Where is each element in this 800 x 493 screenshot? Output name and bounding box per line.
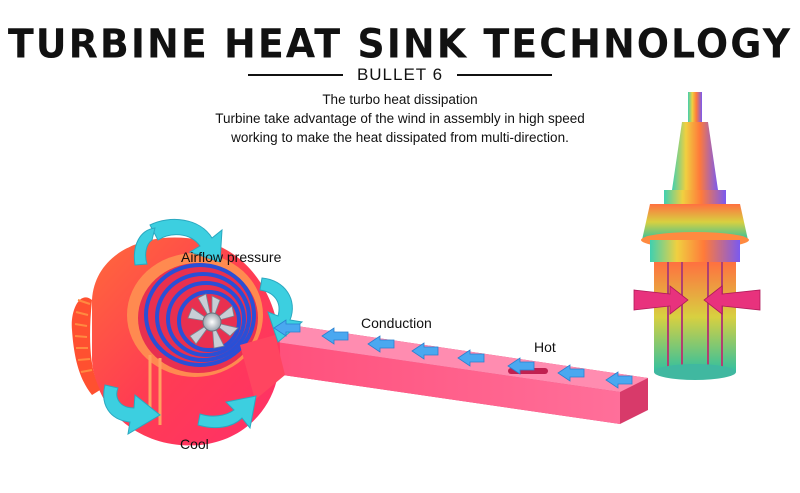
conduction-arrows	[273, 319, 633, 389]
cool-arrow-right	[197, 395, 257, 430]
subtitle-rule-left	[247, 74, 343, 76]
description-line-1: The turbo heat dissipation	[322, 92, 478, 107]
description: The turbo heat dissipation Turbine take …	[0, 90, 800, 147]
label-cool: Cool	[180, 436, 209, 452]
description-line-2: Turbine take advantage of the wind in as…	[215, 111, 585, 126]
cool-arrow-left	[103, 384, 161, 435]
label-hot: Hot	[534, 339, 556, 355]
page-title: TURBINE HEAT SINK TECHNOLOGY	[7, 20, 793, 68]
bulb-arrow-left	[633, 285, 689, 315]
label-airflow-pressure: Airflow pressure	[181, 249, 282, 265]
airflow-arrow-top	[149, 218, 223, 263]
label-conduction: Conduction	[361, 315, 432, 331]
conduction-bar	[262, 325, 648, 424]
fan-hub	[202, 312, 222, 332]
airflow-arrow-left	[133, 227, 156, 266]
turbine-body	[71, 237, 285, 446]
subtitle-rule-right	[457, 74, 553, 76]
subtitle: BULLET 6	[356, 65, 444, 84]
bulb-airflow-arrows	[633, 285, 761, 315]
bulb-arrow-right	[703, 285, 761, 315]
description-line-3: working to make the heat dissipated from…	[231, 130, 569, 145]
led-bulb	[641, 92, 749, 380]
subtitle-row: BULLET 6	[0, 64, 800, 86]
